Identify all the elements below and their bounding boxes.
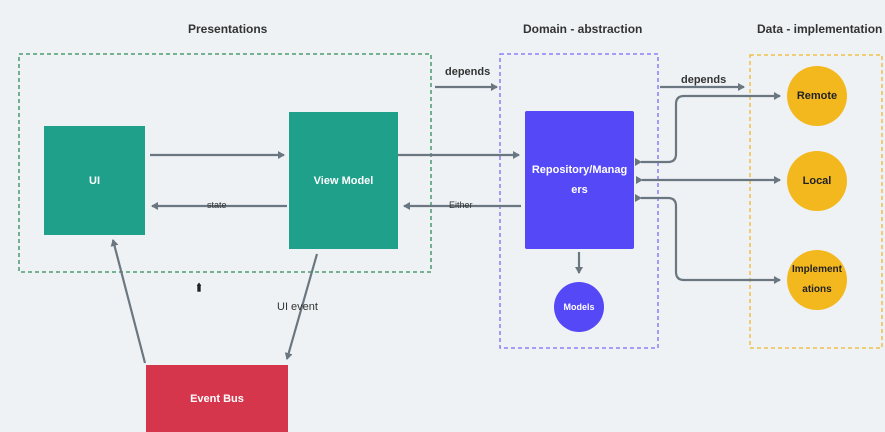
local-node: Local [787,151,847,211]
eventbus-node-label: Event Bus [190,392,244,405]
section-title-data: Data - implementation [757,22,883,36]
remote-node: Remote [787,66,847,126]
viewmodel-node: View Model [289,112,398,249]
edge-label-either: Either [449,200,473,210]
repository-node: Repository/Managers [525,111,634,249]
section-title-presentations: Presentations [188,22,268,36]
arrow-repository-implementations [635,194,781,284]
models-node-label: Models [563,302,595,312]
implementations-node-label: Implementations [791,264,842,295]
section-title-domain: Domain - abstraction [523,22,643,36]
local-node-label: Local [802,175,832,187]
arrow-eventbus-to-ui [110,239,147,364]
eventbus-node: Event Bus [146,365,288,432]
ui-node: UI [44,126,145,235]
presentation-group-border [18,53,432,273]
edge-label-depends-right: depends [681,74,727,86]
remote-node-label: Remote [796,90,838,102]
cursor-icon [195,281,203,293]
repository-node-label: Repository/Managers [531,164,628,196]
arrow-viewmodel-to-eventbus [284,253,319,360]
implementations-node: Implementations [787,250,847,310]
edge-label-ui-event: UI event [277,301,318,313]
ui-node-label: UI [89,174,100,187]
viewmodel-node-label: View Model [313,174,374,187]
arrow-repository-remote [635,92,781,166]
edge-label-depends-left: depends [445,66,491,78]
models-node: Models [554,282,604,332]
edge-label-state: state [207,200,227,210]
